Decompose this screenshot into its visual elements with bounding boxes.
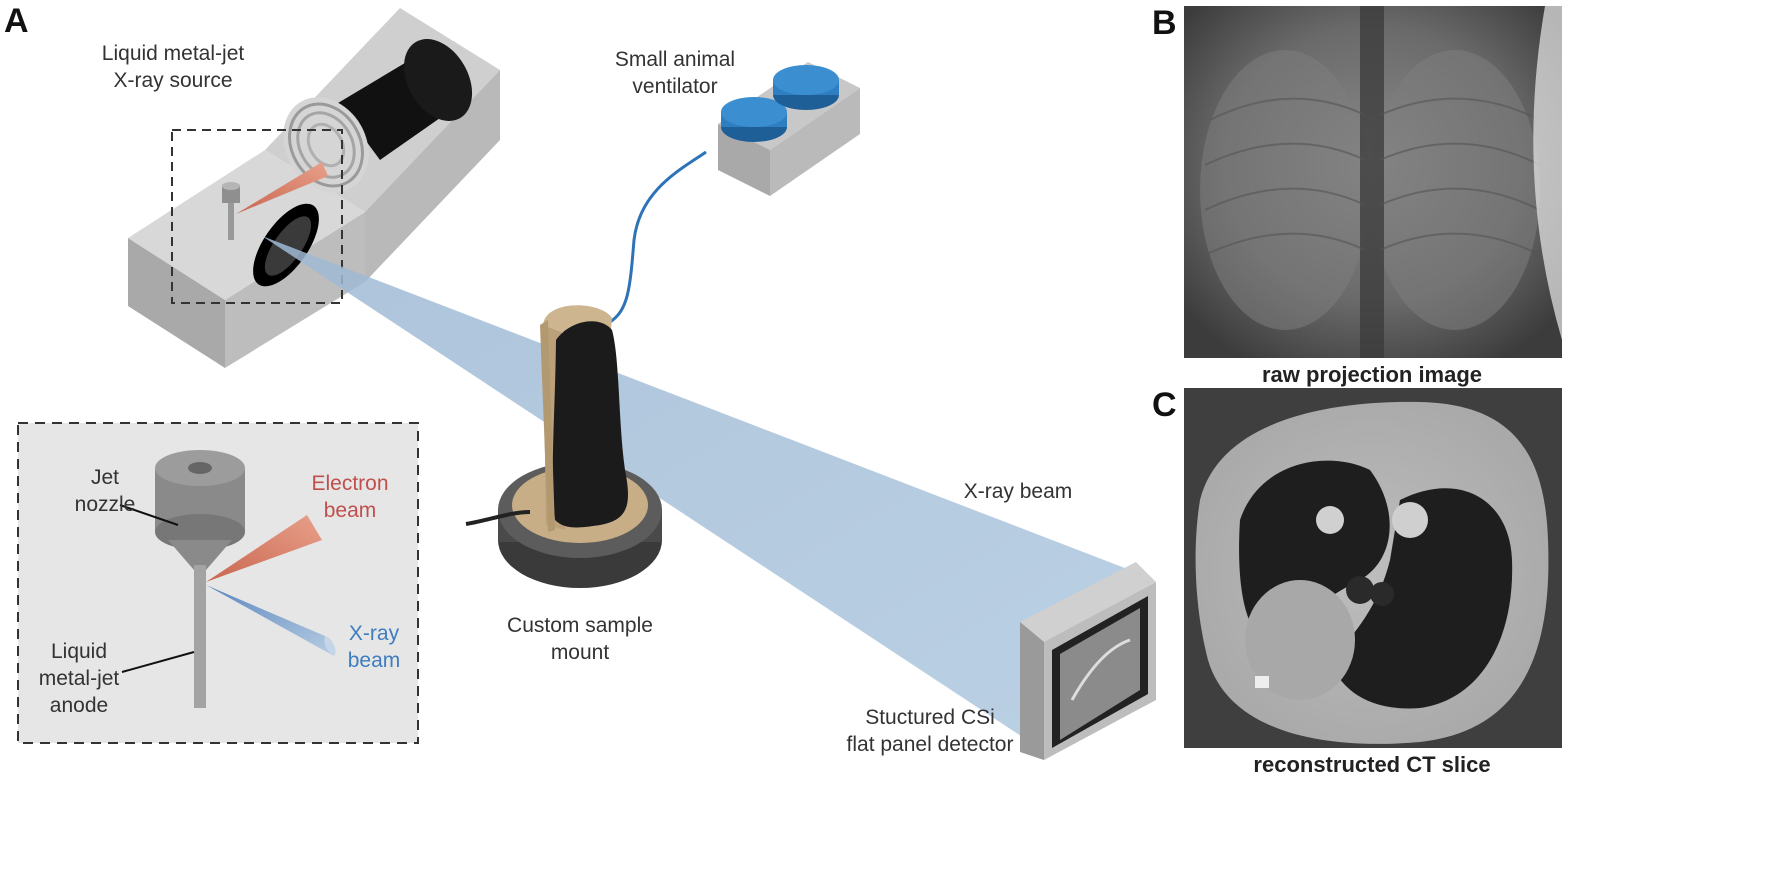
detector-label-line1: Stuctured CSi <box>865 706 995 729</box>
inset-xray-beam-label: X-ray beam <box>334 620 414 674</box>
inset-panel <box>17 422 419 744</box>
ventilator-label-line1: Small animal <box>614 48 736 71</box>
xray-beam-cone <box>262 236 1130 742</box>
source-label: Liquid metal-jet X-ray source <box>78 40 268 94</box>
jet-nozzle-label-line2: nozzle <box>74 493 136 516</box>
custom-sample-mount <box>465 305 662 588</box>
detector-label-line2: flat panel detector <box>846 733 1014 756</box>
inset-xray-beam-cone <box>206 585 334 656</box>
reconstructed-ct-slice <box>1184 388 1562 748</box>
jet-nozzle-label: Jet nozzle <box>60 464 150 518</box>
electron-beam-label-line1: Electron <box>311 472 389 495</box>
electron-beam-label-line2: beam <box>323 499 377 522</box>
jet-nozzle-label-line1: Jet <box>90 466 119 489</box>
small-animal-ventilator <box>718 62 860 196</box>
detector-label: Stuctured CSi flat panel detector <box>830 704 1030 758</box>
flat-panel-detector <box>1020 562 1156 760</box>
inset-xray-beam-label-line1: X-ray <box>348 622 400 645</box>
panel-label-b: B <box>1152 4 1177 42</box>
electron-beam-label: Electron beam <box>300 470 400 524</box>
xray-beam-label: X-ray beam <box>963 480 1073 503</box>
caption-panel-b: raw projection image <box>1261 362 1483 387</box>
anode-label-line3: anode <box>49 694 109 717</box>
ventilator-label: Small animal ventilator <box>600 46 750 100</box>
ventilator-label-line2: ventilator <box>632 75 718 98</box>
panel-label-a: A <box>4 2 29 40</box>
anode-label-line2: metal-jet <box>38 667 120 690</box>
anode-jet-shape <box>194 565 206 708</box>
anode-label: Liquid metal-jet anode <box>24 638 134 719</box>
panel-label-c: C <box>1152 386 1177 424</box>
sample-mount-label-line1: Custom sample <box>507 614 653 637</box>
sample-mount-label: Custom sample mount <box>490 612 670 666</box>
caption-panel-c: reconstructed CT slice <box>1253 752 1491 777</box>
xray-source-housing <box>128 8 500 368</box>
sample-mount-label-line2: mount <box>550 641 610 664</box>
source-label-line2: X-ray source <box>113 69 233 92</box>
electron-beam-cone <box>206 515 322 582</box>
panel-a-illustration <box>128 8 1156 760</box>
ventilator-tube <box>609 150 707 324</box>
raw-projection-image <box>1184 6 1562 358</box>
magnified-region-box <box>171 129 343 304</box>
inset-xray-beam-label-line2: beam <box>347 649 401 672</box>
anode-label-line1: Liquid <box>50 640 108 663</box>
source-label-line1: Liquid metal-jet <box>101 42 245 65</box>
